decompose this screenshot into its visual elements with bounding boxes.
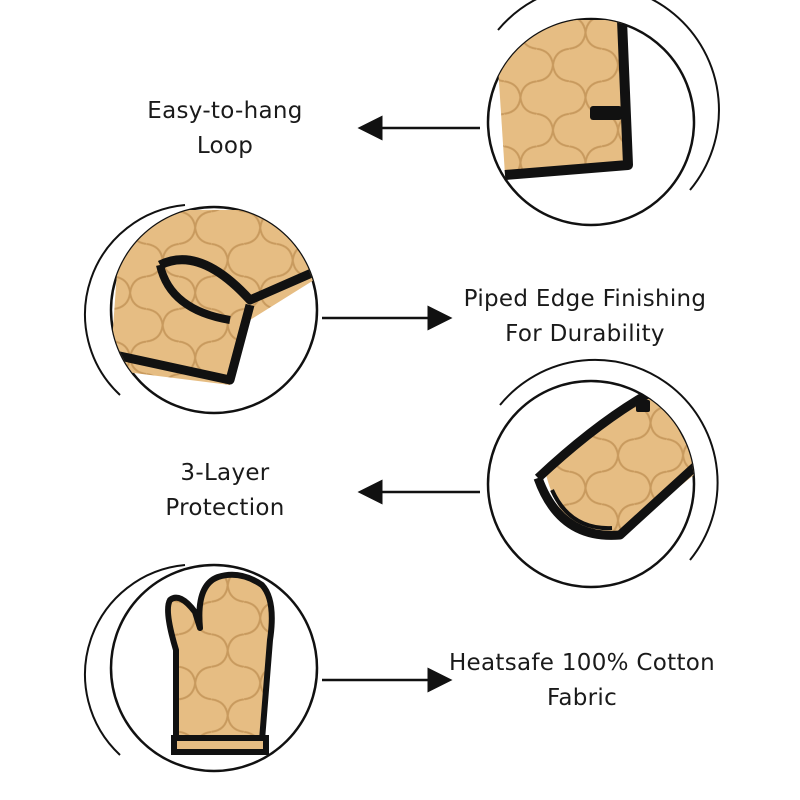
feature-line-1: Easy-to-hang [147,98,303,124]
feature-label-piping: Piped Edge Finishing For Durability [440,282,730,352]
layer-seam [550,489,613,531]
oven-mitt-icon [165,571,275,753]
mitt-cuff [171,735,269,755]
detail-circle-layers [486,358,719,589]
feature-line-1: Heatsafe 100% Cotton [448,650,716,676]
feature-label-layers: 3-Layer Protection [120,456,330,526]
feature-label-loop: Easy-to-hang Loop [120,94,330,164]
circle-outer-arc [497,0,720,191]
feature-line-1: Piped Edge Finishing [463,286,707,312]
feature-line-2: For Durability [505,321,665,347]
detail-circle-loop [486,0,720,227]
feature-line-2: Fabric [546,685,618,711]
hang-loop-icon [590,106,622,120]
piped-edge-lower [114,303,255,385]
detail-circle-piping [84,204,319,415]
piped-edge-inner [156,263,231,324]
piped-edge [504,19,633,180]
mitt-fabric [111,210,317,385]
feature-label-fabric: Heatsafe 100% Cotton Fabric [432,646,732,716]
feature-line-2: Loop [196,133,254,159]
circle-outer-arc [84,204,186,396]
mitt-fabric [495,20,628,175]
circle-outer-arc [499,358,719,561]
circle-outer-arc [84,564,186,756]
piped-edge-bottom [533,458,694,540]
feature-line-1: 3-Layer [180,460,270,486]
piped-edge [157,255,317,305]
hang-loop-icon [636,400,650,412]
detail-circle-fabric [84,563,319,773]
piped-edge-top [534,386,658,482]
feature-line-2: Protection [165,495,285,521]
